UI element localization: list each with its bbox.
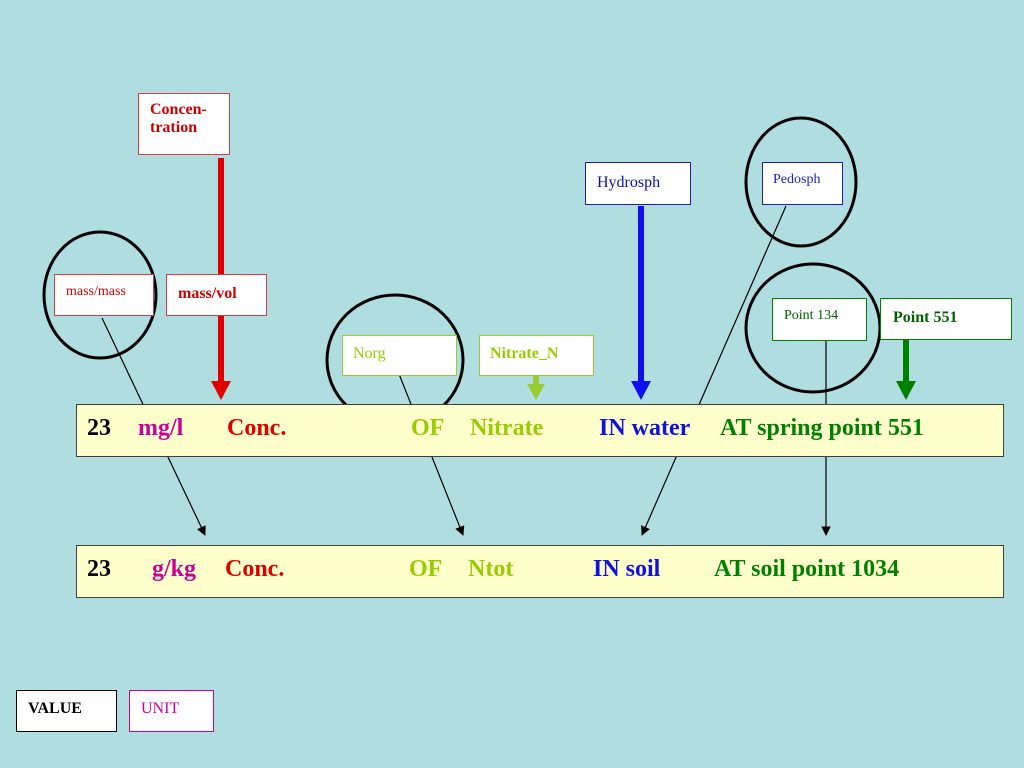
sentence-row-soil: 23 g/kg Conc. OF Ntot IN soil AT soil po… — [76, 545, 1004, 598]
hydrosph-label: Hydrosph — [585, 162, 691, 205]
row1-substance: Nitrate — [470, 415, 544, 441]
norg-label: Norg — [342, 335, 457, 376]
row2-unit: g/kg — [152, 556, 197, 582]
row1-at: AT spring point 551 — [720, 415, 924, 441]
row1-conc: Conc. — [227, 415, 287, 441]
row2-value: 23 — [87, 556, 111, 582]
row2-at: AT soil point 1034 — [714, 556, 900, 582]
row2-conc: Conc. — [225, 556, 285, 582]
legend-value: VALUE — [16, 690, 117, 732]
nitrate-n-arrow — [527, 376, 545, 400]
hydrosph-arrow — [631, 206, 651, 400]
mass-vol-label: mass/vol — [166, 274, 267, 316]
point551-arrow — [896, 337, 916, 400]
concentration-label: Concen- tration — [138, 93, 230, 155]
legend-unit: UNIT — [129, 690, 214, 732]
row2-substance: Ntot — [468, 556, 514, 582]
row2-of: OF — [409, 556, 443, 582]
point134-label: Point 134 — [772, 298, 867, 341]
pedosph-label: Pedosph — [762, 162, 843, 205]
sentence-row-water: 23 mg/l Conc. OF Nitrate IN water AT spr… — [76, 404, 1004, 457]
row2-in: IN soil — [593, 556, 661, 582]
row1-unit: mg/l — [138, 415, 184, 441]
row1-in: IN water — [599, 415, 691, 441]
pedosph-connector — [641, 205, 787, 536]
point551-label: Point 551 — [880, 298, 1012, 340]
nitrate-n-label: Nitrate_N — [479, 335, 594, 376]
row1-value: 23 — [87, 415, 111, 441]
mass-mass-label: mass/mass — [54, 274, 154, 316]
row1-of: OF — [411, 415, 445, 441]
